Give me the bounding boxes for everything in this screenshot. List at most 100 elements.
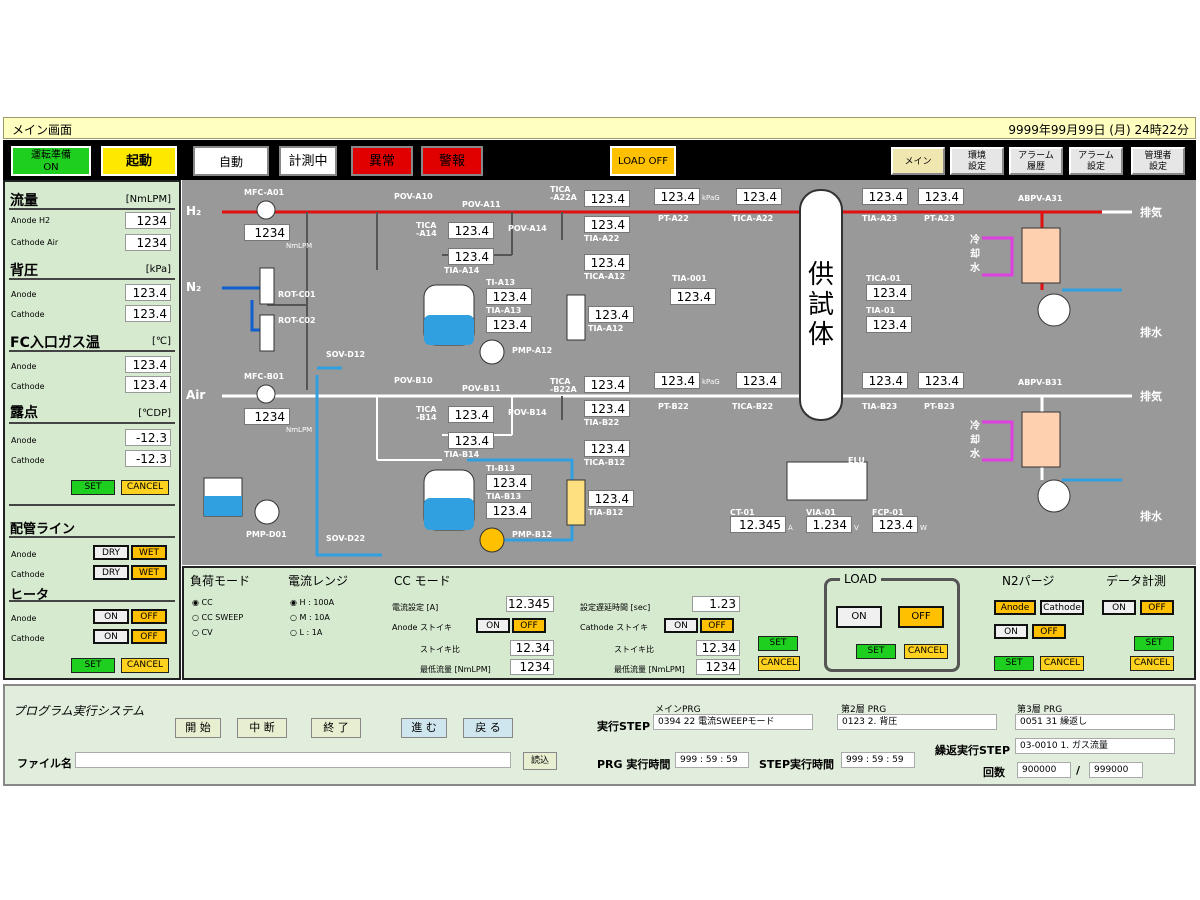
load-mode-option-cc[interactable]: ◉ CC — [192, 598, 213, 607]
count-slash: / — [1076, 764, 1081, 777]
heater-cancel-button[interactable]: CANCEL — [121, 658, 169, 673]
value-tica-a22: 123.4 — [736, 188, 782, 205]
temp-anode-value[interactable]: 123.4 — [125, 356, 171, 373]
piping-cathode-dry-button[interactable]: DRY — [93, 565, 129, 580]
n2-cancel-button[interactable]: CANCEL — [1040, 656, 1084, 671]
cathode-stoich-on-button[interactable]: ON — [664, 618, 698, 633]
bp-anode-label: Anode — [11, 290, 37, 299]
tag-tia-a14: TIA-A14 — [444, 266, 480, 275]
range-option-h[interactable]: ◉ H : 100A — [290, 598, 335, 607]
program-pause-button[interactable]: 中 断 — [237, 718, 287, 738]
load-on-button[interactable]: ON — [836, 606, 882, 628]
program-forward-button[interactable]: 進 む — [401, 718, 447, 738]
cathode-ratio-value[interactable]: 12.34 — [696, 640, 740, 656]
heater-set-button[interactable]: SET — [71, 658, 115, 673]
heater-anode-label: Anode — [11, 614, 37, 623]
n2-on-button[interactable]: ON — [994, 624, 1028, 639]
program-stop-button[interactable]: 終 了 — [311, 718, 361, 738]
left-cancel-button[interactable]: CANCEL — [121, 480, 169, 495]
dp-anode-label: Anode — [11, 436, 37, 445]
heater-cathode-on-button[interactable]: ON — [93, 629, 129, 644]
tag-tia-a23: TIA-A23 — [862, 214, 898, 223]
value-tia-a13: 123.4 — [486, 316, 532, 333]
bp-cathode-value[interactable]: 123.4 — [125, 305, 171, 322]
data-on-button[interactable]: ON — [1102, 600, 1136, 615]
anode-ratio-value[interactable]: 12.34 — [510, 640, 554, 656]
tag-tica-01: TICA-01 — [866, 274, 901, 283]
cathode-minflow-value[interactable]: 1234 — [696, 659, 740, 675]
nav-alarm-history-button[interactable]: アラーム 履歴 — [1009, 147, 1063, 175]
range-option-l[interactable]: ○ L : 1A — [290, 628, 323, 637]
load-off-button[interactable]: OFF — [898, 606, 944, 628]
flow-cathode-value[interactable]: 1234 — [125, 234, 171, 251]
measuring-button[interactable]: 計測中 — [279, 146, 337, 176]
cathode-stoich-off-button[interactable]: OFF — [700, 618, 734, 633]
read-button[interactable]: 読込 — [523, 752, 557, 770]
ready-on-button[interactable]: 運転準備 ON — [11, 146, 91, 176]
n2-off-button[interactable]: OFF — [1032, 624, 1066, 639]
divider — [9, 208, 175, 210]
divider — [9, 422, 175, 424]
process-flow-diagram: H₂ N₂ Air 排気 排水 排気 排水 冷 却 水 冷 却 水 供 試 体 … — [182, 180, 1196, 565]
left-set-button[interactable]: SET — [71, 480, 115, 495]
nav-admin-button[interactable]: 管理者 設定 — [1131, 147, 1185, 175]
range-option-m[interactable]: ○ M : 10A — [290, 613, 330, 622]
piping-cathode-wet-button[interactable]: WET — [131, 565, 167, 580]
delay-value[interactable]: 1.23 — [692, 596, 740, 612]
flow-anode-value[interactable]: 1234 — [125, 212, 171, 229]
program-start-button[interactable]: 開 始 — [175, 718, 221, 738]
program-execution-panel: プログラム実行システム 開 始 中 断 終 了 進 む 戻 る ファイル名 読込… — [3, 684, 1196, 786]
tag-abpv-b31: ABPV-B31 — [1018, 378, 1063, 387]
bp-anode-value[interactable]: 123.4 — [125, 284, 171, 301]
n2-set-button[interactable]: SET — [994, 656, 1034, 671]
start-button[interactable]: 起動 — [101, 146, 177, 176]
n2-cathode-button[interactable]: Cathode — [1040, 600, 1084, 615]
heater-anode-on-button[interactable]: ON — [93, 609, 129, 624]
nav-alarm-settings-button[interactable]: アラーム 設定 — [1069, 147, 1123, 175]
current-setting-value[interactable]: 12.345 — [506, 596, 554, 612]
program-back-button[interactable]: 戻 る — [463, 718, 513, 738]
heater-cathode-off-button[interactable]: OFF — [131, 629, 167, 644]
value-pt-a22: 123.4 — [654, 188, 700, 205]
option-label: CC SWEEP — [201, 613, 244, 622]
cc-set-button[interactable]: SET — [758, 636, 798, 651]
specimen-label: 供 試 体 — [807, 260, 834, 350]
value-tia-a22-a: 123.4 — [584, 216, 630, 233]
alarm-indicator[interactable]: 警報 — [421, 146, 483, 176]
piping-anode-label: Anode — [11, 550, 37, 559]
value-tia-b14: 123.4 — [448, 432, 494, 449]
file-name-input[interactable] — [75, 752, 511, 768]
value-ct-01: 12.345 — [730, 516, 786, 533]
tag-ti-b13: TI-B13 — [486, 464, 515, 473]
load-cancel-button[interactable]: CANCEL — [904, 644, 948, 659]
anode-stoich-label: Anode ストイキ — [392, 623, 452, 632]
load-set-button[interactable]: SET — [856, 644, 896, 659]
dp-cathode-value[interactable]: -12.3 — [125, 450, 171, 467]
count-label: 回数 — [983, 766, 1005, 779]
data-cancel-button[interactable]: CANCEL — [1130, 656, 1174, 671]
piping-anode-dry-button[interactable]: DRY — [93, 545, 129, 560]
load-off-indicator[interactable]: LOAD OFF — [610, 146, 676, 176]
nav-environment-button[interactable]: 環境 設定 — [950, 147, 1004, 175]
tag-pov-a11: POV-A11 — [462, 200, 501, 209]
load-mode-option-cv[interactable]: ○ CV — [192, 628, 213, 637]
n2-anode-button[interactable]: Anode — [994, 600, 1036, 615]
anode-stoich-off-button[interactable]: OFF — [512, 618, 546, 633]
value-mfc-b01: 1234 — [244, 408, 290, 425]
exec-step-field: 0394 22 電流SWEEPモード — [653, 714, 813, 730]
anode-minflow-value[interactable]: 1234 — [510, 659, 554, 675]
temp-cathode-value[interactable]: 123.4 — [125, 376, 171, 393]
heater-anode-off-button[interactable]: OFF — [131, 609, 167, 624]
load-mode-option-cc-sweep[interactable]: ○ CC SWEEP — [192, 613, 244, 622]
dp-anode-value[interactable]: -12.3 — [125, 429, 171, 446]
auto-button[interactable]: 自動 — [193, 146, 269, 176]
abnormal-indicator[interactable]: 異常 — [351, 146, 413, 176]
drain-label-bottom: 排水 — [1140, 510, 1162, 523]
data-off-button[interactable]: OFF — [1140, 600, 1174, 615]
piping-anode-wet-button[interactable]: WET — [131, 545, 167, 560]
tag-pt-b22: PT-B22 — [658, 402, 689, 411]
nav-main-button[interactable]: メイン — [891, 147, 945, 175]
anode-stoich-on-button[interactable]: ON — [476, 618, 510, 633]
cc-cancel-button[interactable]: CANCEL — [758, 656, 800, 671]
data-set-button[interactable]: SET — [1134, 636, 1174, 651]
